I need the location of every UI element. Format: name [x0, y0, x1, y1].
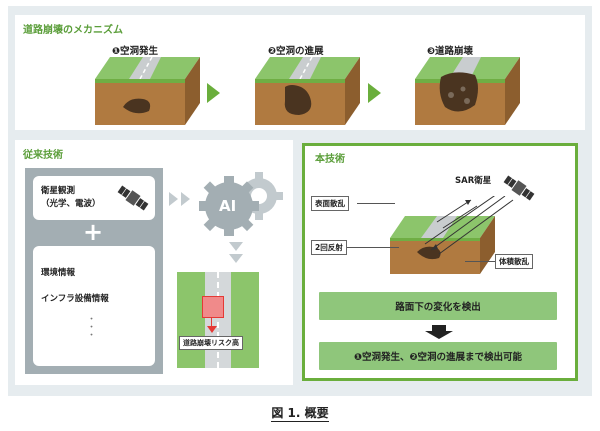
figure-caption: 図 1. 概要	[0, 404, 600, 422]
chevron-right-icon	[169, 192, 190, 206]
continuation-dots: ・ ・ ・	[87, 315, 97, 341]
road-map: 道路崩壊リスク高	[177, 272, 259, 368]
proposed-panel: 本技術 SAR衛星 表面散乱 2回反射 体積散乱 路面下の変化を	[302, 143, 578, 381]
environment-info-label: 環境情報	[41, 268, 76, 278]
step-2-label: ❷空洞の進展	[268, 46, 324, 57]
satellite-icon	[117, 185, 149, 211]
mechanism-panel: 道路崩壊のメカニズム ❶空洞発生 ❷空洞の進展 ❸道路崩壊	[15, 15, 585, 130]
ai-label: AI	[219, 197, 237, 215]
sar-satellite-label: SAR衛星	[455, 176, 492, 186]
step-1-label: ❶空洞発生	[112, 46, 159, 57]
chevron-down-icon	[229, 242, 243, 263]
road-collapse-risk-label: 道路崩壊リスク高	[179, 336, 243, 350]
detection-capability-banner: ❶空洞発生、❷空洞の進展まで検出可能	[319, 342, 557, 370]
satellite-observation-label: 衛星観測	[41, 186, 76, 196]
satellite-observation-box: 衛星観測 （光学、電波）	[33, 176, 155, 220]
high-risk-area	[202, 296, 224, 318]
volume-scattering-label: 体積散乱	[495, 254, 533, 269]
infra-info-label: インフラ設備情報	[41, 294, 109, 304]
road-block-cavity-growth	[255, 57, 360, 125]
progress-arrow-2	[368, 83, 381, 103]
proposed-title: 本技術	[315, 154, 345, 165]
satellite-observation-sublabel: （光学、電波）	[41, 199, 101, 209]
conventional-title: 従来技術	[23, 150, 63, 161]
figure-caption-text: 図 1. 概要	[271, 406, 329, 422]
double-bounce-label: 2回反射	[311, 240, 347, 255]
road-block-cavity-occurrence	[95, 57, 200, 125]
plus-sign: +	[83, 218, 104, 246]
progress-arrow-1	[207, 83, 220, 103]
surface-scattering-label: 表面散乱	[311, 196, 349, 211]
other-info-box: 環境情報 インフラ設備情報 ・ ・ ・	[33, 246, 155, 366]
radar-road-diagram	[390, 196, 514, 274]
step-3-label: ❸道路崩壊	[427, 46, 474, 57]
mechanism-title: 道路崩壊のメカニズム	[23, 25, 123, 36]
arrow-down-icon	[425, 325, 453, 339]
satellite-icon	[503, 175, 535, 201]
ai-gear-icon	[199, 172, 283, 236]
road-block-road-collapse	[415, 57, 520, 125]
inputs-box: 衛星観測 （光学、電波） + 環境情報 インフラ設備情報 ・ ・ ・	[25, 168, 163, 374]
detect-change-banner: 路面下の変化を検出	[319, 292, 557, 320]
conventional-panel: 従来技術 衛星観測 （光学、電波） + 環境情報 インフラ設備情報 ・ ・ ・	[15, 140, 293, 385]
